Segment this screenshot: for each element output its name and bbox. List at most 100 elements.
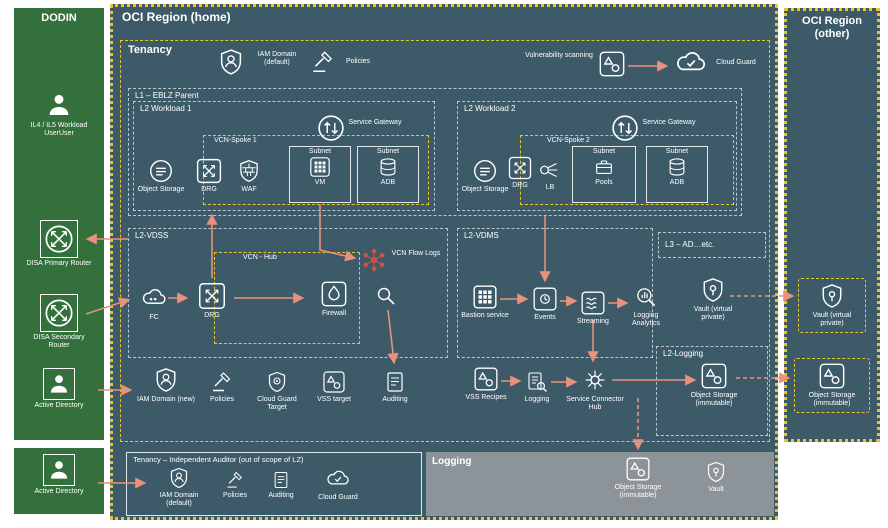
cloud-guard-target-icon: [265, 370, 289, 394]
vcn-spoke2-box: VCN-Spoke 2: [520, 135, 734, 205]
iam-domain-new-node: IAM Domain (new): [136, 366, 196, 404]
l3-box: L3 – AD…etc.: [658, 232, 766, 258]
logging-icon: [525, 370, 549, 394]
auditor-auditing-label: Auditing: [268, 492, 294, 499]
iam-domain-icon: [216, 47, 246, 77]
auditor-policies-node: Policies: [214, 470, 256, 500]
fc-label: FC: [149, 314, 159, 321]
vcn-flow-logs-label: VCN Flow Logs: [391, 250, 441, 257]
vault-icon: [699, 276, 727, 304]
w2-drg-label: DRG: [512, 182, 528, 189]
active-directory2-node: Active Directory: [24, 454, 94, 496]
service-gateway-icon: [610, 113, 640, 143]
cloud-guard-icon: [325, 466, 351, 492]
bastion-icon: [472, 284, 498, 310]
w2-object-storage-node: Object Storage: [459, 158, 511, 194]
policies2-label: Policies: [209, 396, 235, 403]
w2-drg-node: DRG: [501, 156, 539, 190]
w1-waf-label: WAF: [241, 186, 257, 193]
person-icon: [43, 368, 75, 400]
vss-target-label: VSS target: [317, 396, 351, 403]
streaming-icon: [580, 290, 606, 316]
vault-icon: [704, 460, 728, 484]
logging-object-storage-label: Object Storage (immutable): [614, 484, 662, 500]
pools-label: Pools: [595, 179, 613, 186]
logging-vault-node: Vault: [692, 460, 740, 494]
firewall-label: Firewall: [321, 310, 347, 317]
auditor-iam-label: IAM Domain (default): [159, 492, 199, 508]
w1-object-storage-node: Object Storage: [135, 158, 187, 194]
vss-recipes-node: VSS Recipes: [461, 366, 511, 402]
vdms-box: L2-VDMS: [457, 228, 653, 358]
auditor-policies-label: Policies: [222, 492, 248, 499]
workload1-title: L2 Workload 1: [140, 104, 192, 113]
object-storage-immutable-icon: [700, 362, 728, 390]
events-icon: [532, 286, 558, 312]
policies-node: Policies: [200, 370, 244, 404]
service-connector-hub-icon: [581, 366, 609, 394]
pools-icon: [593, 156, 615, 178]
active-directory-node: Active Directory: [24, 368, 94, 410]
w1-object-storage-label: Object Storage: [137, 186, 185, 193]
vm-icon: [309, 156, 331, 178]
logging-vault-label: Vault: [708, 486, 724, 493]
auditing-label: Auditing: [382, 396, 408, 403]
object-storage-immutable-node: Object Storage (immutable): [674, 362, 754, 409]
w1-subnet-vm-box: Subnet VM: [289, 146, 351, 203]
subnet-title: Subnet: [308, 148, 332, 155]
vss-recipes-label: VSS Recipes: [465, 394, 507, 401]
other-region-panel: OCI Region (other): [784, 8, 880, 442]
policies-icon: [210, 370, 234, 394]
vss-target-node: VSS target: [310, 370, 358, 404]
vss-target-icon: [322, 370, 346, 394]
auditor-cloud-guard-node: Cloud Guard: [310, 466, 366, 502]
events-label: Events: [534, 314, 556, 321]
vdss-drg-label: DRG: [204, 312, 220, 319]
vault-icon: [818, 282, 846, 310]
logging-analytics-node: Logging Analytics: [620, 284, 672, 329]
w2-lb-label: LB: [545, 184, 555, 191]
other-object-storage-node: Object Storage (immutable): [794, 358, 870, 413]
cloud-guard-icon: [674, 46, 708, 80]
other-object-storage-label: Object Storage (immutable): [808, 392, 856, 408]
vss-recipes-icon: [473, 366, 499, 392]
vcn-spoke2-title: VCN-Spoke 2: [547, 137, 590, 144]
vdss-title: L2-VDSS: [135, 231, 169, 240]
router-icon-glyph: [43, 223, 75, 255]
router-icon-glyph: [43, 297, 75, 329]
home-region-title: OCI Region (home): [122, 10, 231, 24]
policies-icon: [310, 49, 336, 75]
streaming-node: Streaming: [569, 290, 617, 326]
vdss-box: L2-VDSS: [128, 228, 448, 358]
events-node: Events: [523, 286, 567, 322]
subnet-title: Subnet: [665, 148, 689, 155]
flow-logs-magnifier-icon: [374, 284, 398, 308]
active-directory2-label: Active Directory: [34, 488, 84, 495]
object-storage-icon: [148, 158, 174, 184]
service-connector-hub-node: Service Connector Hub: [562, 366, 628, 413]
service-connector-hub-label: Service Connector Hub: [566, 396, 624, 412]
vcn-hub-title: VCN - Hub: [243, 254, 277, 261]
firewall-node: Firewall: [308, 280, 360, 318]
adb-label: ADB: [669, 179, 685, 186]
vault-vp-node: Vault (virtual private): [682, 276, 744, 323]
w1-drg-node: DRG: [189, 158, 229, 194]
person-icon-glyph: [46, 371, 72, 397]
tenancy-box: [120, 40, 770, 442]
w1-service-gateway-label: Service Gateway: [348, 119, 402, 126]
auditing-icon: [383, 370, 407, 394]
tenancy-title: Tenancy: [128, 44, 172, 56]
other-region-title: OCI Region (other): [802, 15, 862, 41]
router-icon: [40, 294, 78, 332]
w1-waf-node: WAF: [229, 158, 269, 194]
person-icon: [43, 454, 75, 486]
l2-logging-box: L2-Logging: [656, 346, 768, 436]
secondary-router-label: DISA Secondary Router: [33, 334, 85, 350]
l1-title: L1 – EBLZ Parent: [135, 91, 199, 100]
workload-user-node: IL4 / IL5 Workload UserUser: [30, 90, 88, 139]
dodin-title: DODIN: [41, 12, 77, 24]
subnet-title: Subnet: [376, 148, 400, 155]
vcn-spoke1-box: VCN-Spoke 1: [203, 135, 429, 205]
drg-icon: [508, 156, 532, 180]
policies-icon: [225, 470, 245, 490]
